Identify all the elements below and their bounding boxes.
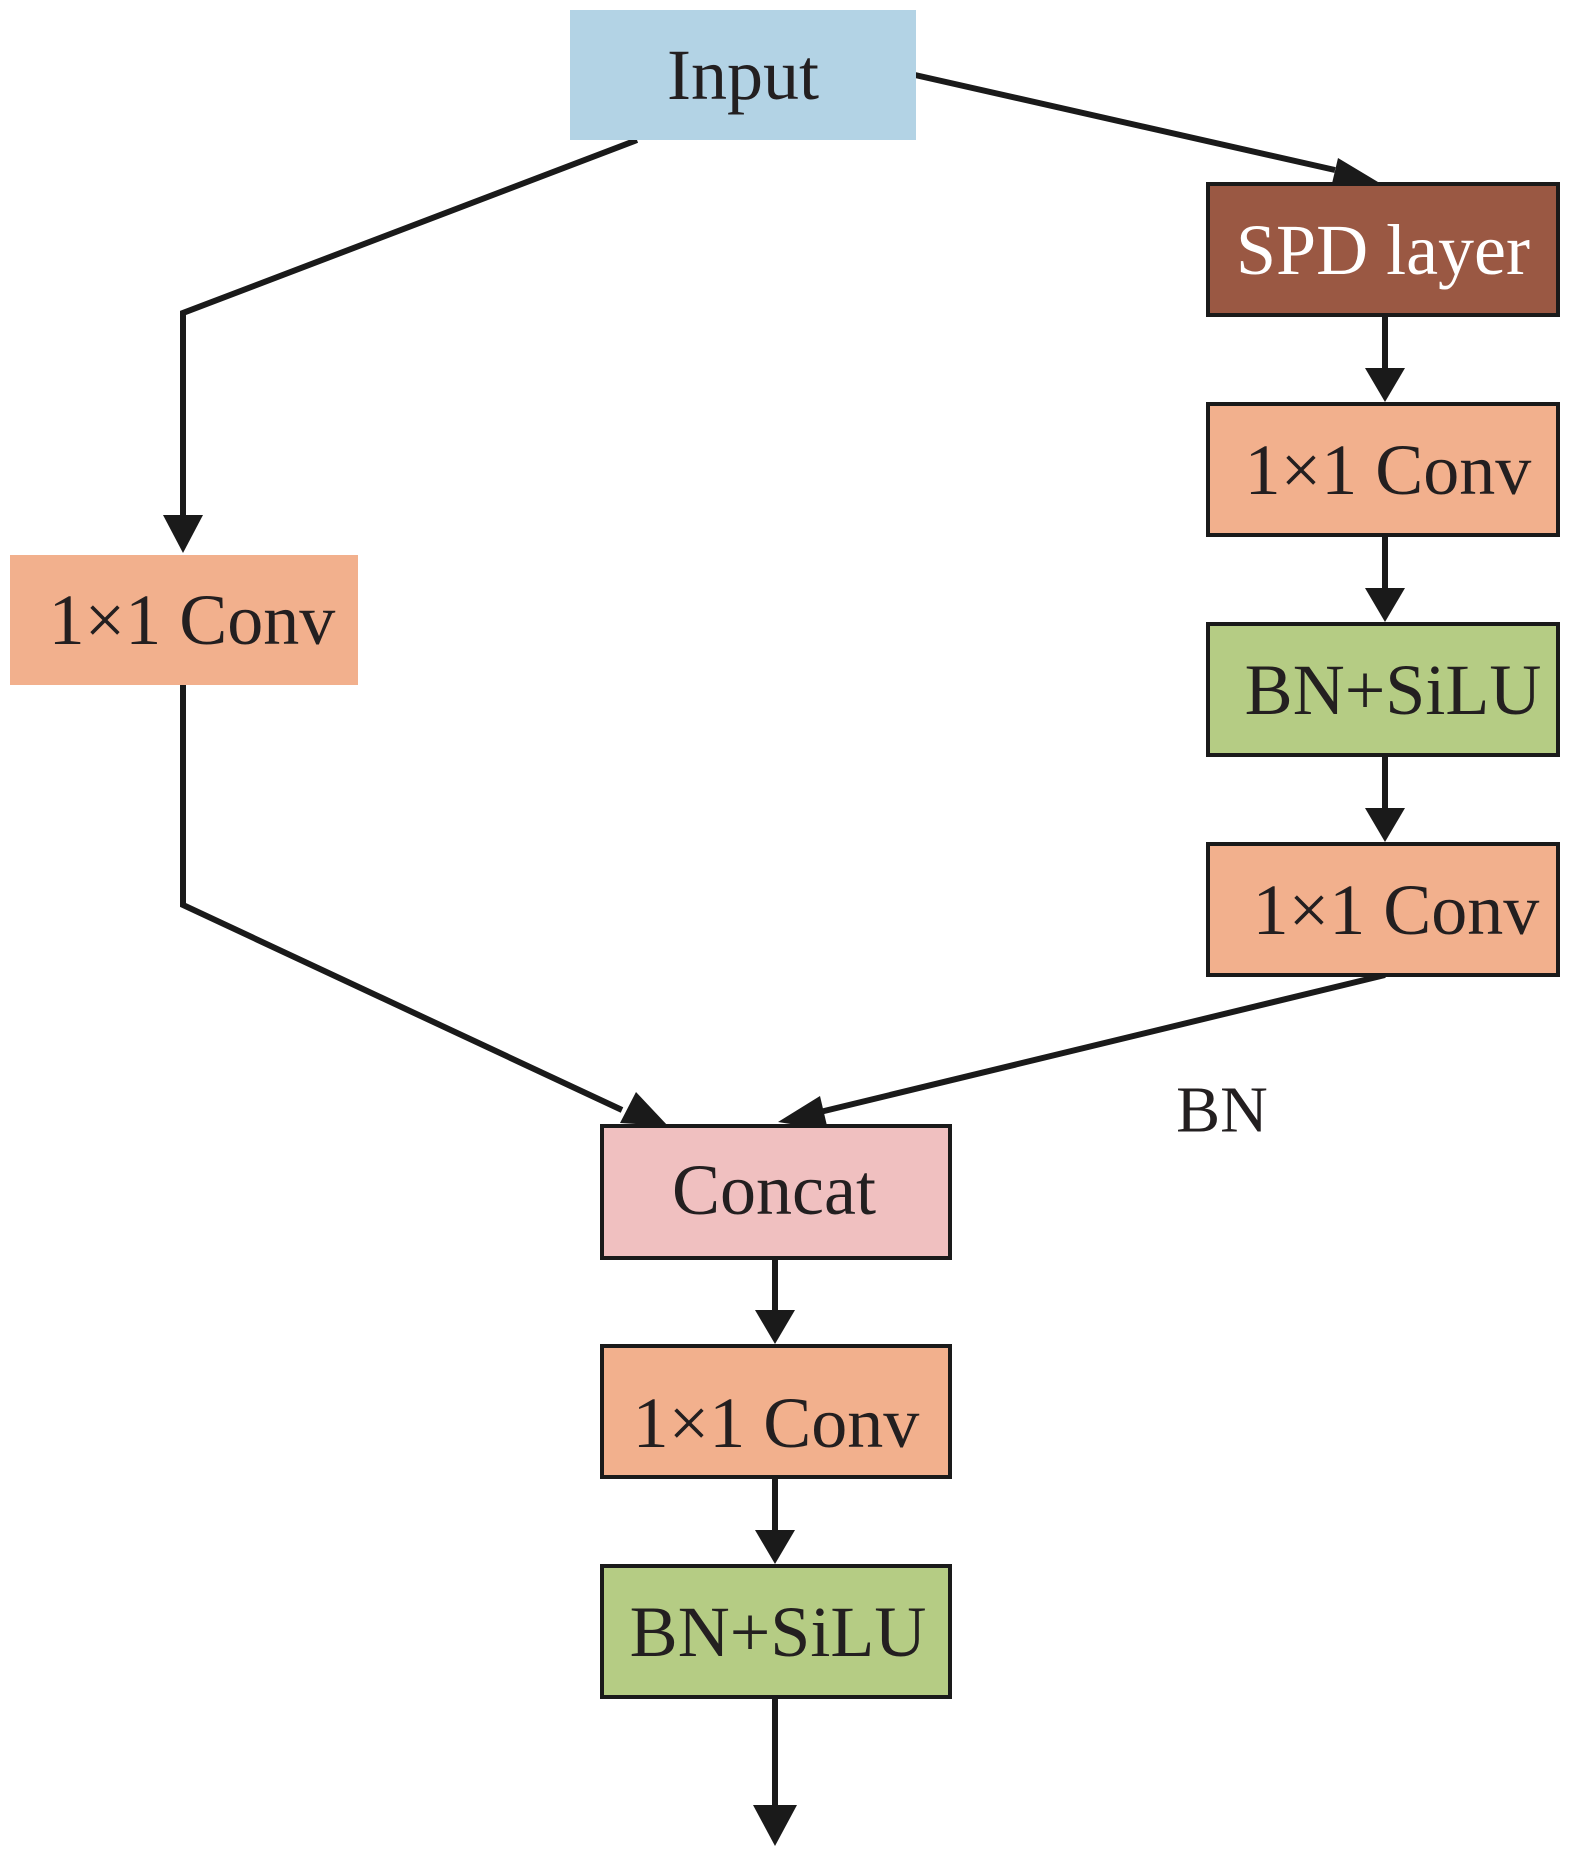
arrowhead-output: [753, 1805, 797, 1846]
arrowhead-bn-silu-right: [1365, 588, 1405, 622]
conv-right-2-label: 1×1 Conv: [1253, 870, 1540, 950]
spd-layer-label: SPD layer: [1236, 210, 1530, 290]
arrowhead-conv-bottom: [755, 1310, 795, 1344]
node-conv-bottom: 1×1 Conv: [600, 1344, 952, 1479]
node-concat: Concat: [600, 1124, 952, 1260]
bn-silu-right-box: [1206, 622, 1560, 757]
concat-label: Concat: [672, 1150, 876, 1230]
conv-bottom-label: 1×1 Conv: [633, 1383, 920, 1463]
connectors: [163, 72, 1405, 1846]
bn-silu-right-label: BN+SiLU: [1245, 650, 1542, 730]
conv-left-label: 1×1 Conv: [49, 580, 336, 660]
arrowhead-concat-right: [778, 1096, 828, 1130]
bn-silu-bottom-box: [600, 1564, 952, 1699]
arrowhead-bn-silu-bottom: [755, 1530, 795, 1564]
node-bn-silu-bottom: BN+SiLU: [600, 1564, 952, 1699]
input-label: Input: [667, 35, 819, 115]
edge-conv-right-2-to-concat: [819, 972, 1386, 1115]
conv-right-1-label: 1×1 Conv: [1245, 430, 1532, 510]
spd-layer-box: [1206, 182, 1560, 317]
node-conv-right-1: 1×1 Conv: [1206, 402, 1560, 537]
node-input: Input: [570, 10, 916, 140]
node-spd-layer: SPD layer: [1206, 182, 1560, 317]
node-conv-right-2: 1×1 Conv: [1206, 842, 1560, 977]
conv-left-box: [10, 555, 358, 685]
node-bn-silu-right: BN+SiLU: [1206, 622, 1560, 757]
concat-box: [600, 1124, 952, 1260]
edge-input-to-conv-left: [180, 137, 639, 515]
bn-annotation: BN: [1176, 1074, 1268, 1147]
arrowhead-conv-right-2: [1365, 808, 1405, 842]
input-box: [570, 10, 916, 140]
edge-conv-left-to-concat: [180, 685, 624, 1113]
edge-input-to-spd: [914, 72, 1336, 173]
arrowhead-concat-left: [620, 1092, 668, 1126]
bn-silu-bottom-label: BN+SiLU: [630, 1592, 927, 1672]
arrowhead-conv-left: [163, 515, 203, 553]
arrowhead-conv-right-1: [1365, 368, 1405, 402]
conv-bottom-box: [600, 1344, 952, 1479]
node-conv-left: 1×1 Conv: [10, 555, 358, 685]
conv-right-2-box: [1206, 842, 1560, 977]
conv-right-1-box: [1206, 402, 1560, 537]
